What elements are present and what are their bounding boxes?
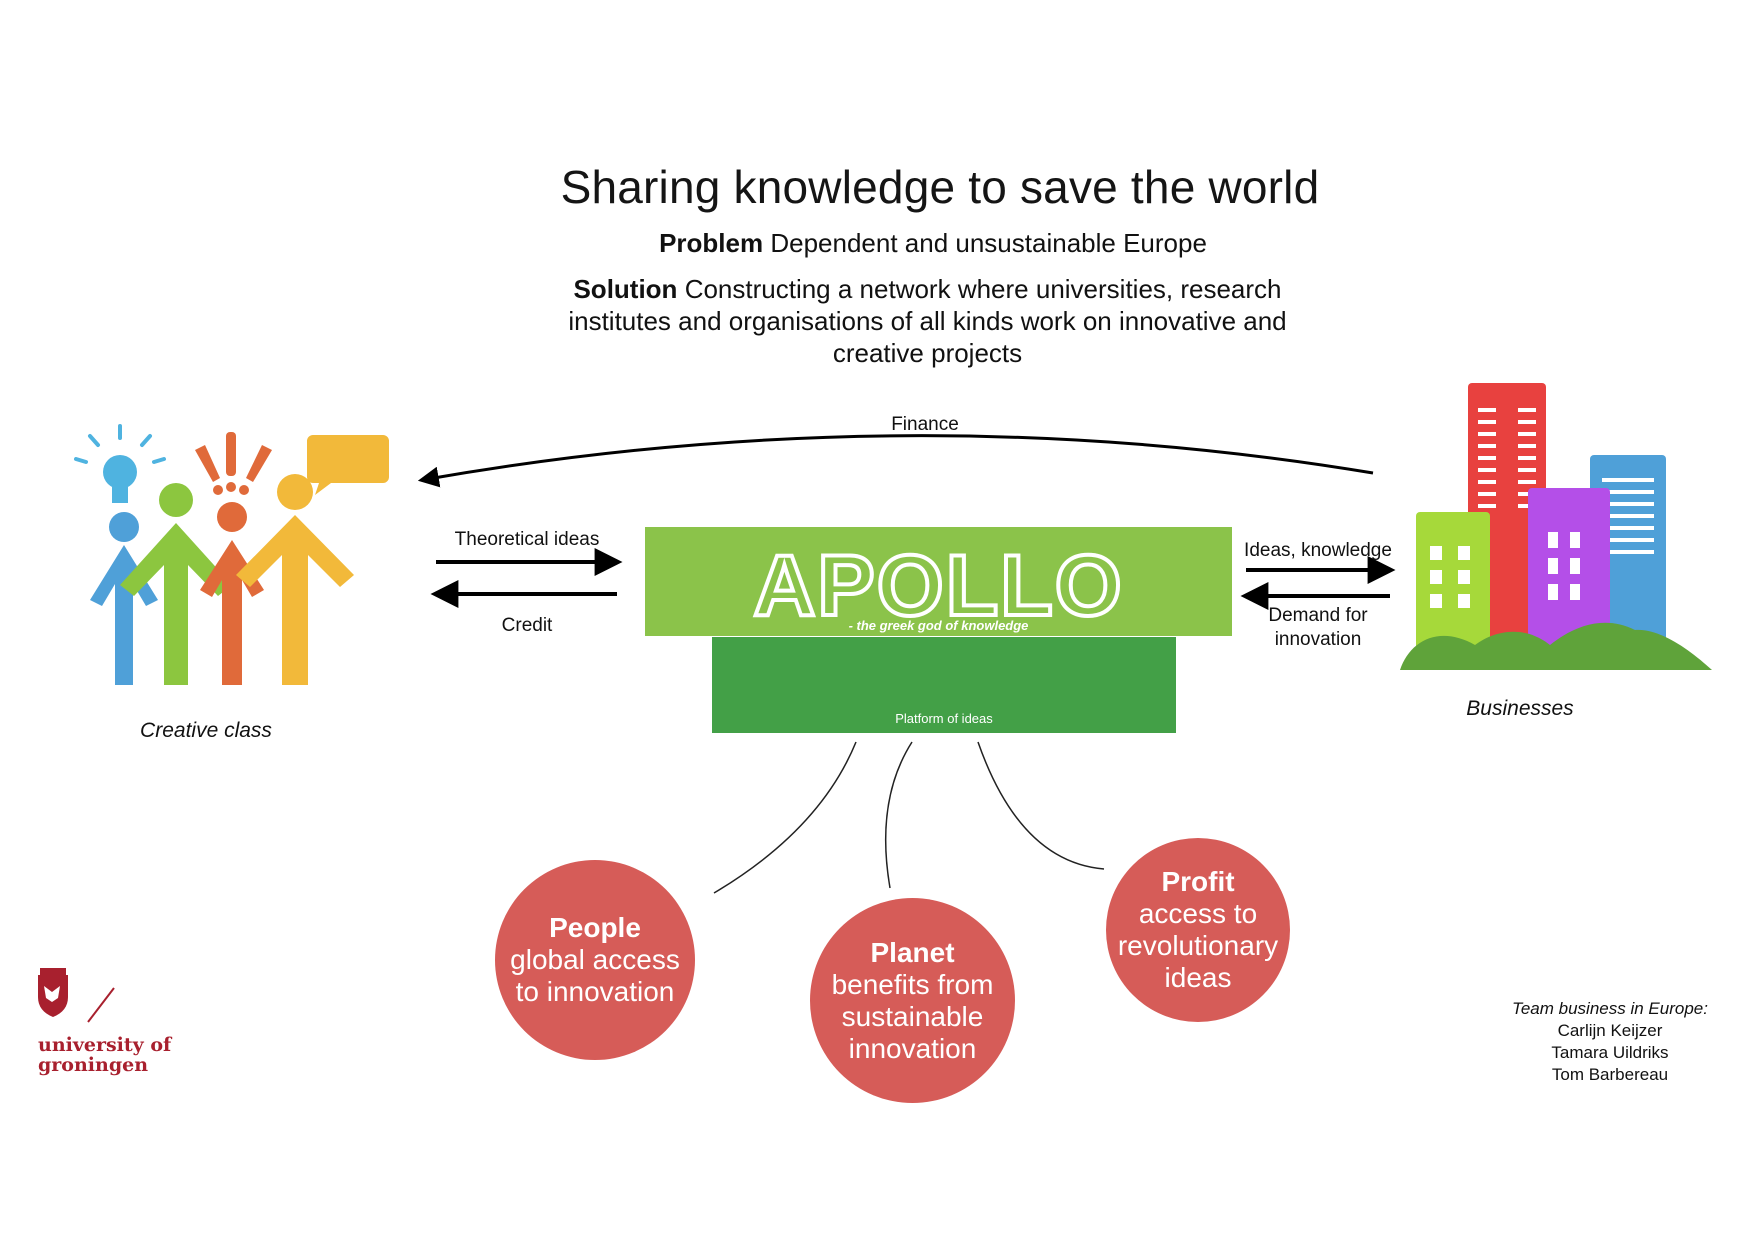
apollo-banner [645,527,1232,636]
platform-of-ideas-box [712,637,1176,733]
team-member: Tamara Uildriks [1551,1043,1669,1062]
problem-text: Dependent and unsustainable Europe [770,228,1207,258]
people-line: to innovation [515,976,675,1007]
profit-heading: Profit [1161,866,1235,897]
problem-label: Problem [659,228,764,258]
planet-circle: Planet benefits from sustainable innovat… [810,898,1015,1103]
profit-line: ideas [1164,962,1232,993]
problem-statement: Problem Dependent and unsustainable Euro… [0,228,1754,259]
businesses-illustration [1400,383,1712,670]
connector-planet [884,741,913,889]
solution-label: Solution [573,274,678,304]
university-logo-text: university of groningen [38,1035,171,1075]
team-member: Carlijn Keijzer [1557,1021,1663,1040]
platform-label: Platform of ideas [895,711,993,726]
profit-line: revolutionary [1117,930,1279,961]
demand-label: Demand for innovation [1226,604,1410,652]
people-heading: People [549,912,641,943]
profit-circle: Profit access to revolutionary ideas [1106,838,1290,1022]
solution-statement: Solution Constructing a network where un… [555,273,1300,369]
team-heading: Team business in Europe: [1512,999,1708,1018]
people-line: global access [510,944,680,975]
creative-class-illustration [74,424,389,685]
finance-arrow [417,434,1374,488]
connector-people [713,741,857,894]
planet-line: innovation [848,1032,977,1064]
planet-heading: Planet [870,936,955,968]
apollo-logo-text: APOLLO [751,536,1124,636]
profit-line: access to [1138,898,1258,929]
ideas-knowledge-label: Ideas, knowledge [1244,540,1392,561]
finance-label: Finance [891,414,959,435]
university-logo-line1: university of [38,1034,172,1056]
university-logo-line2: groningen [38,1054,149,1076]
demand-label-line2: innovation [1274,629,1362,650]
team-member: Tom Barbereau [1551,1065,1669,1084]
planet-line: sustainable [841,1000,984,1032]
apollo-tagline: - the greek god of knowledge [848,618,1029,633]
theoretical-ideas-label: Theoretical ideas [454,529,600,550]
connector-profit [977,741,1105,870]
planet-line: benefits from [831,968,994,1000]
university-crest-logo [38,968,115,1023]
page-title: Sharing knowledge to save the world [560,161,1320,213]
people-circle: People global access to innovation [495,860,695,1060]
creative-class-label: Creative class [140,719,272,742]
credit-label: Credit [501,615,553,636]
team-credits: Team business in Europe: Carlijn Keijzer… [1490,998,1730,1086]
businesses-label: Businesses [1466,697,1574,720]
solution-text: Constructing a network where universitie… [568,274,1287,368]
demand-label-line1: Demand for [1268,605,1368,626]
